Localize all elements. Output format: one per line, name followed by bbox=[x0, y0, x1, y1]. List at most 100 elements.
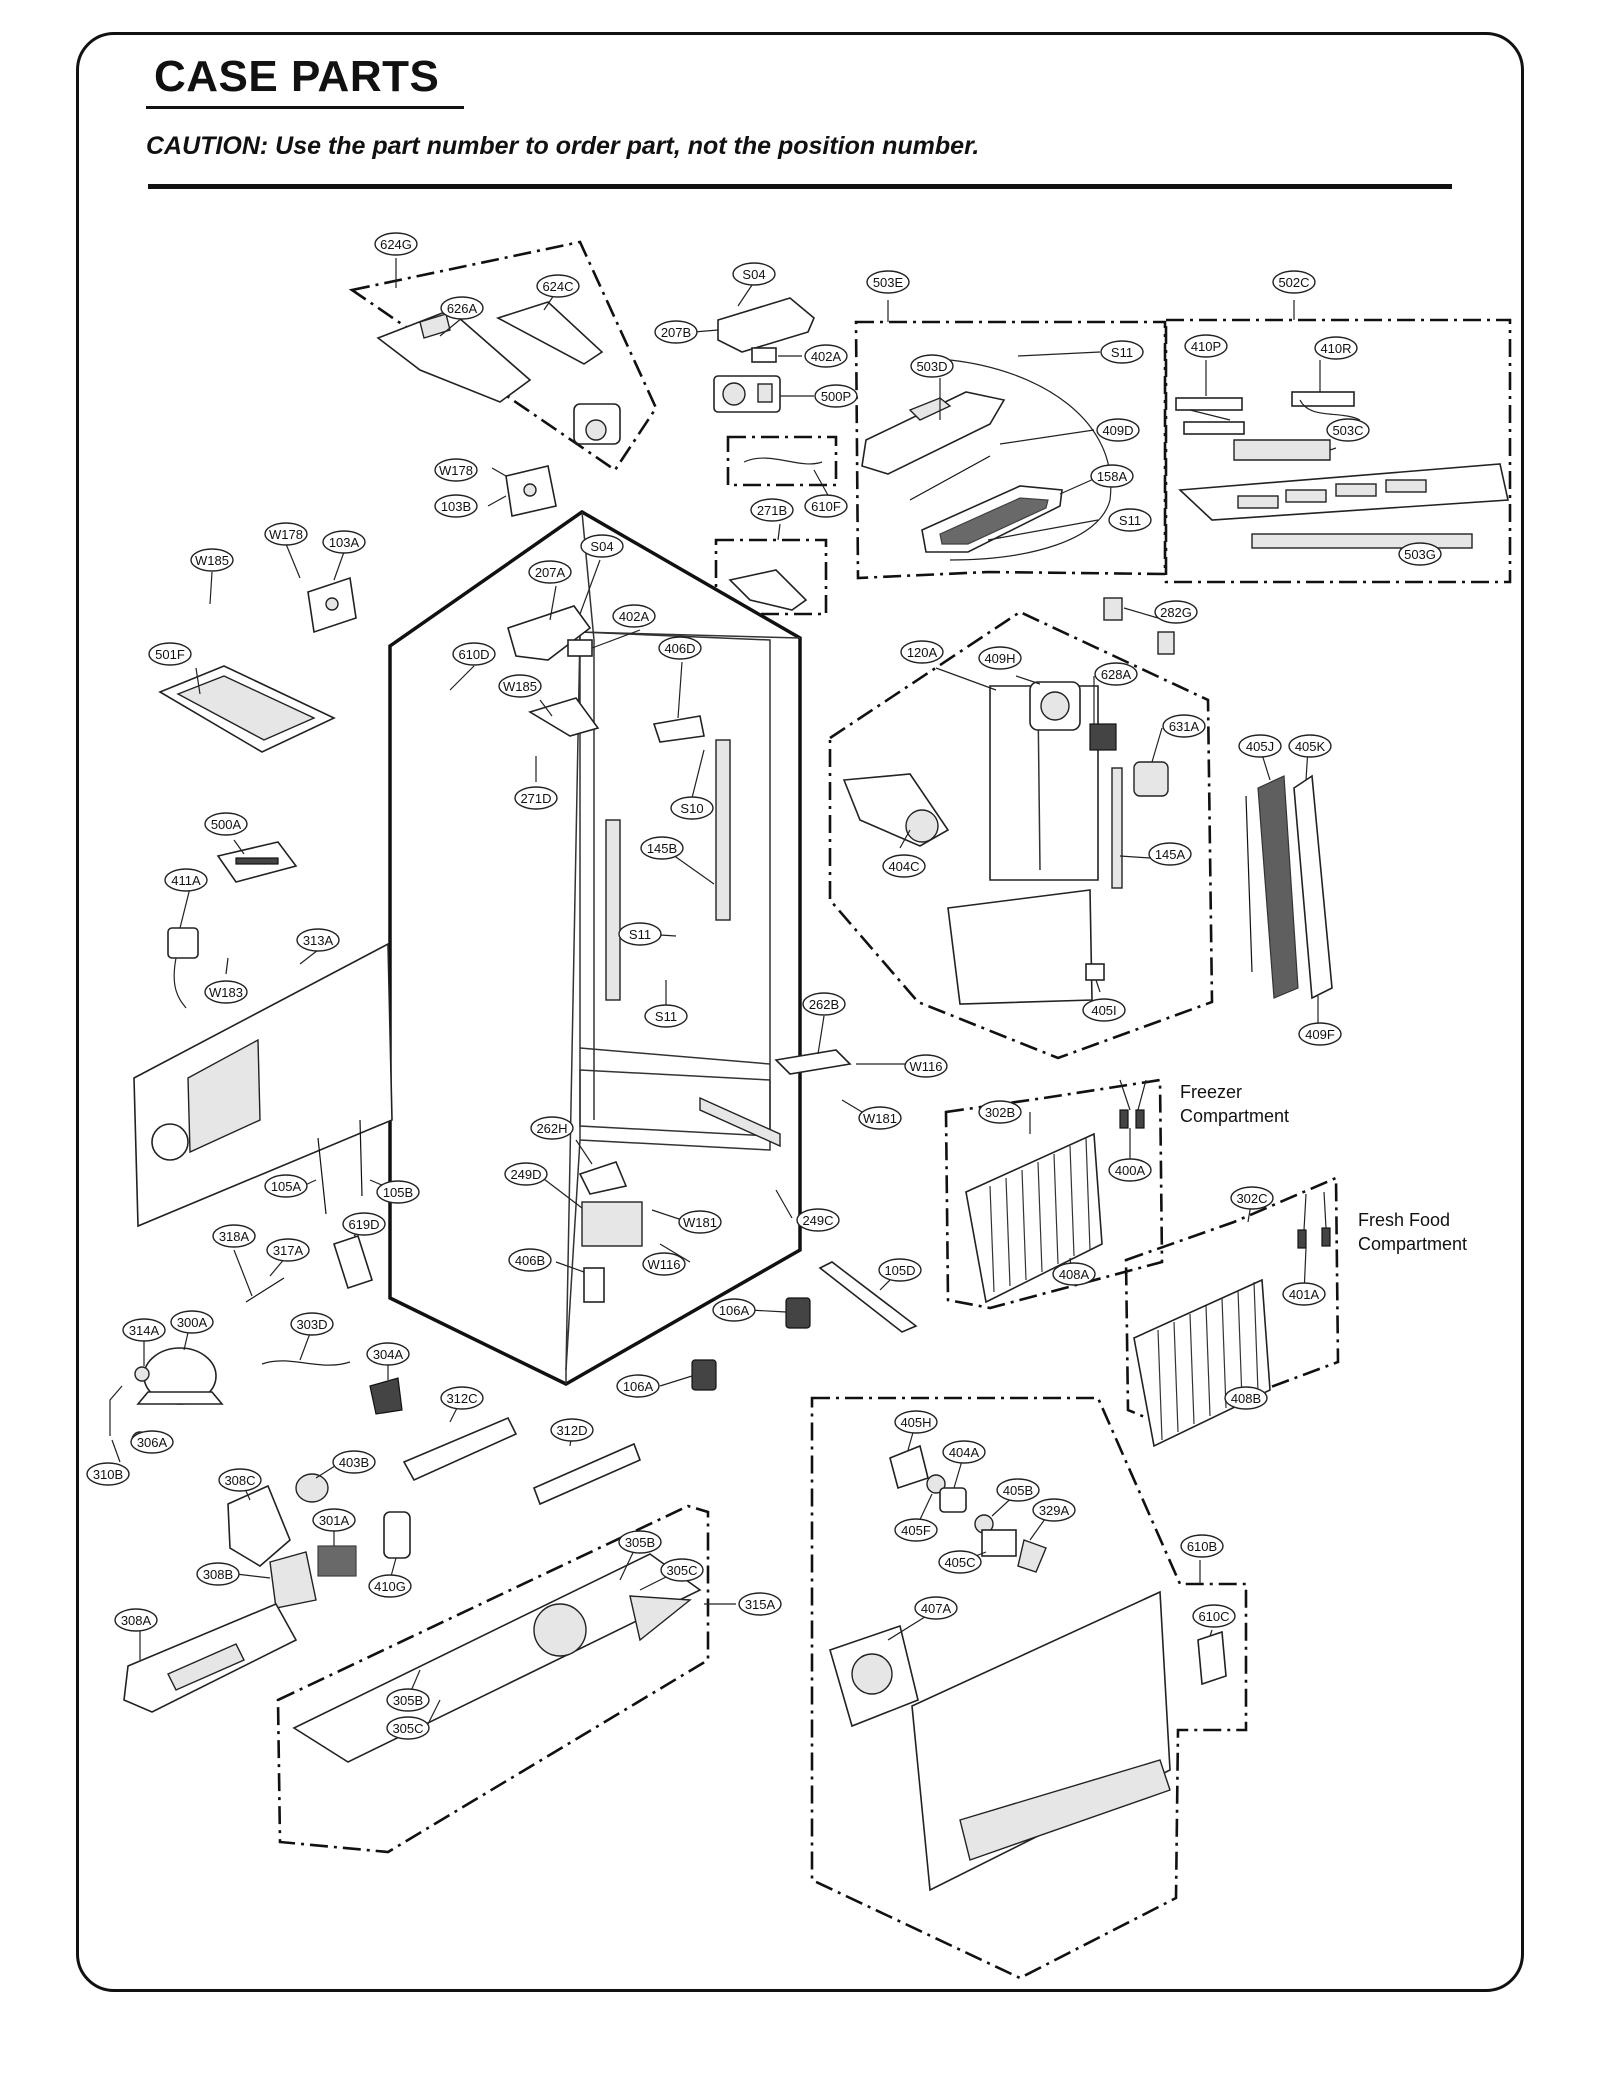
callout-label: 404A bbox=[949, 1445, 980, 1460]
callout-207ba: 207B bbox=[654, 320, 698, 344]
callout-bubble bbox=[376, 1180, 420, 1204]
part-312D-cover bbox=[532, 1442, 642, 1506]
part-410G-capacitor bbox=[383, 1511, 411, 1559]
callout-317a: 317A bbox=[266, 1238, 310, 1262]
part-409D-tube bbox=[909, 455, 991, 501]
callout-409d: 409D bbox=[1096, 418, 1140, 442]
callout-label: 502C bbox=[1278, 275, 1309, 290]
callout-s11a: S11 bbox=[1100, 340, 1144, 364]
callout-label: 406D bbox=[664, 641, 695, 656]
callout-bubble bbox=[130, 1430, 174, 1454]
part-103A-bracket bbox=[307, 576, 357, 634]
callout-310b: 310B bbox=[86, 1462, 130, 1486]
callout-249d: 249D bbox=[504, 1162, 548, 1186]
callout-bubble bbox=[114, 1608, 158, 1632]
callout-label: S11 bbox=[1119, 513, 1141, 528]
callout-314a: 314A bbox=[122, 1318, 166, 1342]
callout-bubble bbox=[196, 1562, 240, 1586]
callout-label: 249C bbox=[802, 1213, 833, 1228]
part-404A-motor bbox=[939, 1487, 967, 1513]
callout-313a: 313A bbox=[296, 928, 340, 952]
part-628A-bracket bbox=[1089, 723, 1117, 751]
callout-305ba: 305B bbox=[618, 1530, 662, 1554]
callout-label: 302C bbox=[1236, 1191, 1267, 1206]
part-145A-rail bbox=[1111, 767, 1123, 889]
callout-label: 249D bbox=[510, 1167, 541, 1182]
callout-bubble bbox=[978, 646, 1022, 670]
callout-145a: 145A bbox=[1148, 842, 1192, 866]
callout-bubble bbox=[996, 1478, 1040, 1502]
part-329A-fan bbox=[1017, 1539, 1047, 1573]
callout-bubble bbox=[204, 812, 248, 836]
callout-label: 405B bbox=[1003, 1483, 1033, 1498]
part-308B-shroud bbox=[269, 1551, 317, 1609]
callout-bubble bbox=[618, 922, 662, 946]
callout-label: 305B bbox=[625, 1535, 655, 1550]
part-409F-strip bbox=[1245, 795, 1253, 973]
callout-402aa: 402A bbox=[804, 344, 848, 368]
part-damper-assembly bbox=[573, 403, 621, 445]
callout-label: 631A bbox=[1169, 719, 1200, 734]
callout-label: 262B bbox=[809, 997, 839, 1012]
callout-bubble bbox=[264, 1174, 308, 1198]
part-312C-cover bbox=[402, 1416, 518, 1482]
callout-label: 329A bbox=[1039, 1503, 1070, 1518]
callout-label: 628A bbox=[1101, 667, 1132, 682]
callout-bubble bbox=[1052, 1262, 1096, 1286]
callout-label: 105B bbox=[383, 1185, 413, 1200]
part-304A-relay bbox=[369, 1377, 403, 1415]
part-619D-bracket bbox=[332, 1234, 374, 1290]
callout-411a: 411A bbox=[164, 868, 208, 892]
callout-label: 207A bbox=[535, 565, 566, 580]
part-503C-cover bbox=[1233, 439, 1331, 461]
callout-bubble bbox=[612, 604, 656, 628]
callout-407a: 407A bbox=[914, 1596, 958, 1620]
part-314A-grommet bbox=[134, 1366, 150, 1382]
part-106A-leg-a bbox=[785, 1297, 811, 1329]
callout-bubble bbox=[498, 674, 542, 698]
callout-610c: 610C bbox=[1192, 1604, 1236, 1628]
callout-label: S04 bbox=[590, 539, 613, 554]
callout-bubble bbox=[1192, 1604, 1236, 1628]
callout-label: 405C bbox=[944, 1555, 975, 1570]
callout-bubble bbox=[670, 796, 714, 820]
callout-306a: 306A bbox=[130, 1430, 174, 1454]
callout-bubble bbox=[642, 1252, 686, 1276]
part-315A-base-plate bbox=[292, 1553, 702, 1763]
callout-s04a: S04 bbox=[732, 262, 776, 286]
callout-262b: 262B bbox=[802, 992, 846, 1016]
callout-bubble bbox=[86, 1462, 130, 1486]
callout-label: 105A bbox=[271, 1179, 302, 1194]
callout-bubble bbox=[1094, 662, 1138, 686]
part-405F-washer bbox=[926, 1474, 946, 1494]
callout-409h: 409H bbox=[978, 646, 1022, 670]
callout-label: W181 bbox=[683, 1215, 717, 1230]
callout-405f: 405F bbox=[894, 1518, 938, 1542]
callout-s11c: S11 bbox=[618, 922, 662, 946]
callout-bubble bbox=[804, 494, 848, 518]
callout-bubble bbox=[190, 548, 234, 572]
part-262H-hinge bbox=[578, 1161, 628, 1195]
part-271D-hinge bbox=[528, 697, 600, 737]
callout-label: 411A bbox=[171, 873, 201, 888]
callout-label: 410G bbox=[374, 1579, 406, 1594]
callout-label: 405F bbox=[901, 1523, 931, 1538]
callout-bubble bbox=[618, 1530, 662, 1554]
callout-bubble bbox=[660, 1558, 704, 1582]
callout-label: 624G bbox=[380, 237, 412, 252]
callout-103ba: 103B bbox=[434, 494, 478, 518]
callout-label: 304A bbox=[373, 1347, 404, 1362]
callout-label: 305C bbox=[392, 1721, 423, 1736]
group-271B-border bbox=[714, 538, 828, 616]
callout-s04b: S04 bbox=[580, 534, 624, 558]
callout-bubble bbox=[616, 1374, 660, 1398]
group-503E-border bbox=[854, 320, 1167, 580]
part-262B-hinge bbox=[774, 1049, 852, 1075]
callout-bubble bbox=[580, 534, 624, 558]
callout-bubble bbox=[322, 530, 366, 554]
callout-bubble bbox=[452, 642, 496, 666]
callout-w116b: W116 bbox=[642, 1252, 686, 1276]
part-207B-bracket bbox=[717, 297, 815, 353]
callout-label: 306A bbox=[137, 1435, 168, 1450]
